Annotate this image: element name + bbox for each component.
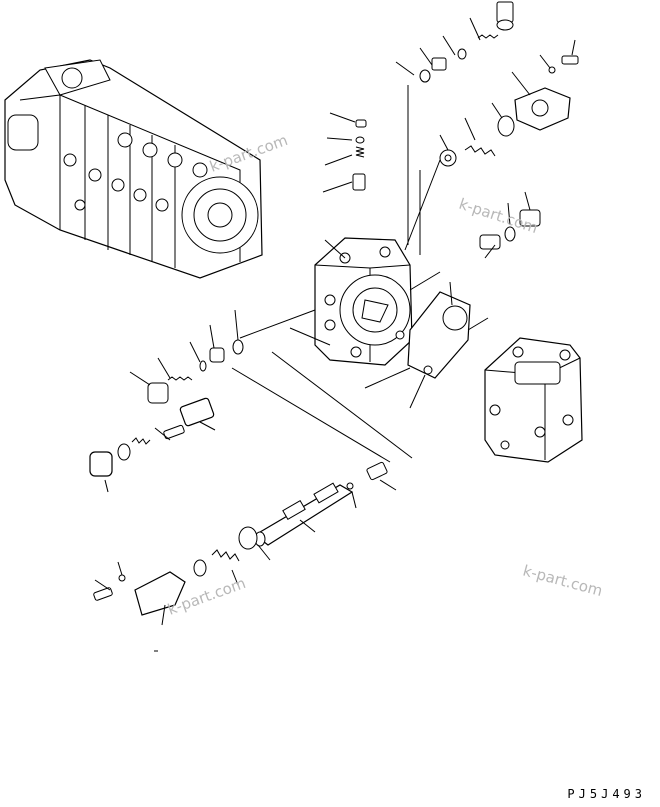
valve-section-block — [314, 237, 413, 366]
gasket-plate — [407, 291, 471, 379]
watermark-text: k-part.com — [521, 561, 605, 600]
drawing-code: PJ5J493 — [567, 787, 646, 801]
spool — [253, 482, 354, 547]
end-cover — [484, 337, 583, 463]
leader-lines — [94, 17, 576, 652]
control-valve-assembly — [4, 59, 263, 279]
small-parts — [89, 1, 579, 616]
